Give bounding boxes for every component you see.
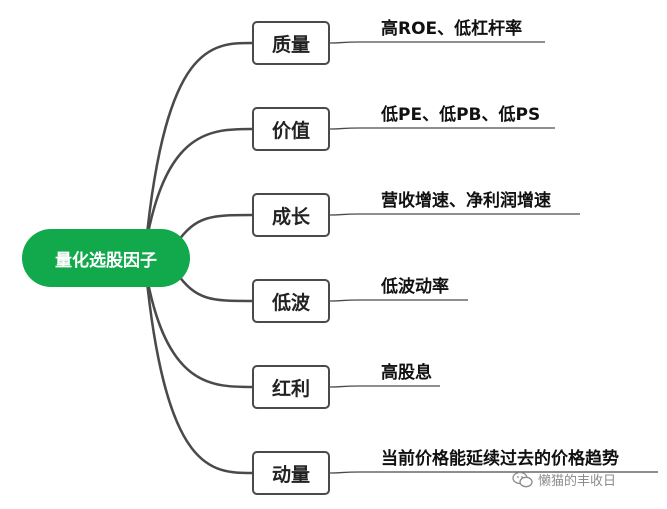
branch-node-value: 价值 [252,107,330,151]
leaf-growth: 营收增速、净利润增速 [381,191,551,211]
connector-branch-to-leaf [329,471,658,474]
connector-branch-to-leaf [329,213,580,216]
branch-node-dividend: 红利 [252,365,330,409]
connector-branch-to-leaf [329,385,440,388]
branch-node-quality: 质量 [252,21,330,65]
leaf-low-volatility: 低波动率 [381,277,449,297]
wechat-icon [512,471,533,487]
branch-node-momentum: 动量 [252,451,330,495]
connector-branch-to-leaf [329,41,545,44]
branch-node-low-volatility: 低波 [252,279,330,323]
connector-branch-to-leaf [329,127,555,130]
watermark: 懒猫的丰收日 [512,470,616,489]
connector-root-to-branch [144,41,253,245]
leaf-quality: 高ROE、低杠杆率 [381,19,523,39]
leaf-momentum: 当前价格能延续过去的价格趋势 [381,449,619,469]
connector-branch-to-leaf [329,299,468,302]
root-node: 量化选股因子 [22,229,190,287]
leaf-dividend: 高股息 [381,363,432,383]
connector-root-to-branch [144,271,253,389]
leaf-value: 低PE、低PB、低PS [381,105,541,125]
connector-root-to-branch [144,127,253,245]
connector-root-to-branch [144,271,253,475]
connector-root-to-branch [174,213,253,245]
watermark-text: 懒猫的丰收日 [538,474,617,489]
connector-root-to-branch [174,271,253,303]
branch-node-growth: 成长 [252,193,330,237]
